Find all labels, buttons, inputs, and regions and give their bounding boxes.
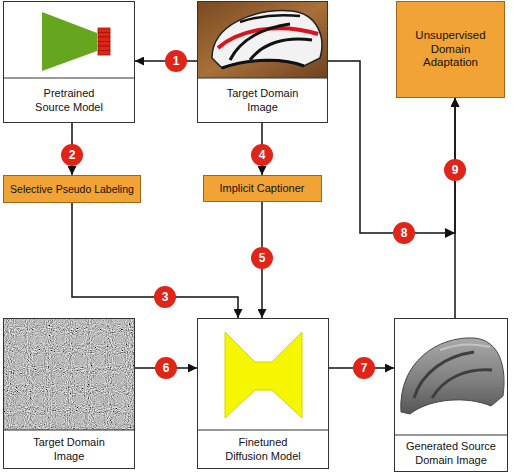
- callout-number: 4: [259, 149, 266, 161]
- image-box: Target Domain Image: [197, 1, 328, 123]
- process-box: Unsupervised Domain Adaptation: [396, 1, 505, 98]
- helmet-vent: [250, 39, 312, 60]
- callout-circle: 2: [61, 144, 83, 166]
- classifier-stack: [98, 28, 110, 55]
- model-box: Pretrained Source Model: [3, 1, 135, 123]
- node-label: Selective Pseudo Labeling: [10, 183, 134, 196]
- helmet-shell: [212, 11, 322, 68]
- noise-field: [4, 319, 134, 430]
- callout-number: 7: [361, 362, 368, 374]
- classifier-cell: [98, 51, 110, 56]
- classifier-cell: [98, 37, 110, 42]
- flow-arrow: [454, 98, 456, 318]
- callout-number: 5: [259, 252, 266, 264]
- callout-circle: 1: [165, 50, 187, 72]
- divider-line: [3, 430, 135, 431]
- image-box: Target Domain Image: [3, 318, 135, 469]
- model-icon: [3, 12, 135, 78]
- node-label: Implicit Captioner: [220, 182, 305, 195]
- callout-number: 1: [173, 55, 180, 67]
- divider-line: [3, 78, 135, 79]
- callout-circle: 5: [251, 247, 273, 269]
- helmet-highlight: [440, 345, 490, 350]
- callout-circle: 4: [251, 144, 273, 166]
- process-box: Implicit Captioner: [203, 175, 322, 202]
- helmet-vent: [414, 352, 474, 398]
- divider-line: [197, 430, 329, 431]
- node-label: Pretrained Source Model: [29, 87, 109, 113]
- callout-number: 9: [452, 164, 459, 176]
- callout-number: 3: [162, 291, 169, 303]
- node-label: Generated Source Domain Image: [401, 440, 501, 466]
- unet-shape: [225, 332, 302, 418]
- callout-circle: 9: [444, 159, 466, 181]
- node-label: Finetuned Diffusion Model: [221, 436, 306, 462]
- classifier-cell: [98, 46, 110, 51]
- helmet-rim: [222, 60, 304, 68]
- callout-number: 2: [69, 149, 76, 161]
- helmet-photo: [197, 2, 328, 78]
- classifier-cell: [98, 28, 110, 33]
- node-label: Target Domain Image: [24, 436, 114, 462]
- callout-circle: 3: [154, 286, 176, 308]
- classifier-cell: [98, 33, 110, 38]
- callout-circle: 8: [393, 222, 415, 244]
- helmet-vent: [240, 15, 300, 22]
- image-box: Generated Source Domain Image: [394, 318, 508, 472]
- photo-ground: [198, 2, 327, 78]
- encoder-shape: [42, 12, 97, 71]
- classifier-cell: [98, 42, 110, 47]
- diffusion-icon: [197, 332, 329, 430]
- divider-line: [395, 435, 507, 436]
- callout-circle: 7: [353, 357, 375, 379]
- divider-line: [197, 78, 328, 79]
- node-label: Target Domain Image: [218, 87, 308, 113]
- generated-helmet: [395, 338, 507, 435]
- flow-arrow: [72, 203, 238, 318]
- helmet-vent: [432, 370, 492, 398]
- model-box: Finetuned Diffusion Model: [197, 318, 329, 469]
- process-box: Selective Pseudo Labeling: [3, 175, 141, 203]
- callout-number: 6: [163, 362, 170, 374]
- noise-image: [3, 319, 135, 430]
- callout-circle: 6: [155, 357, 177, 379]
- helmet-shell: [401, 338, 504, 414]
- node-label: Unsupervised Domain Adaptation: [403, 29, 498, 70]
- callout-number: 8: [401, 227, 408, 239]
